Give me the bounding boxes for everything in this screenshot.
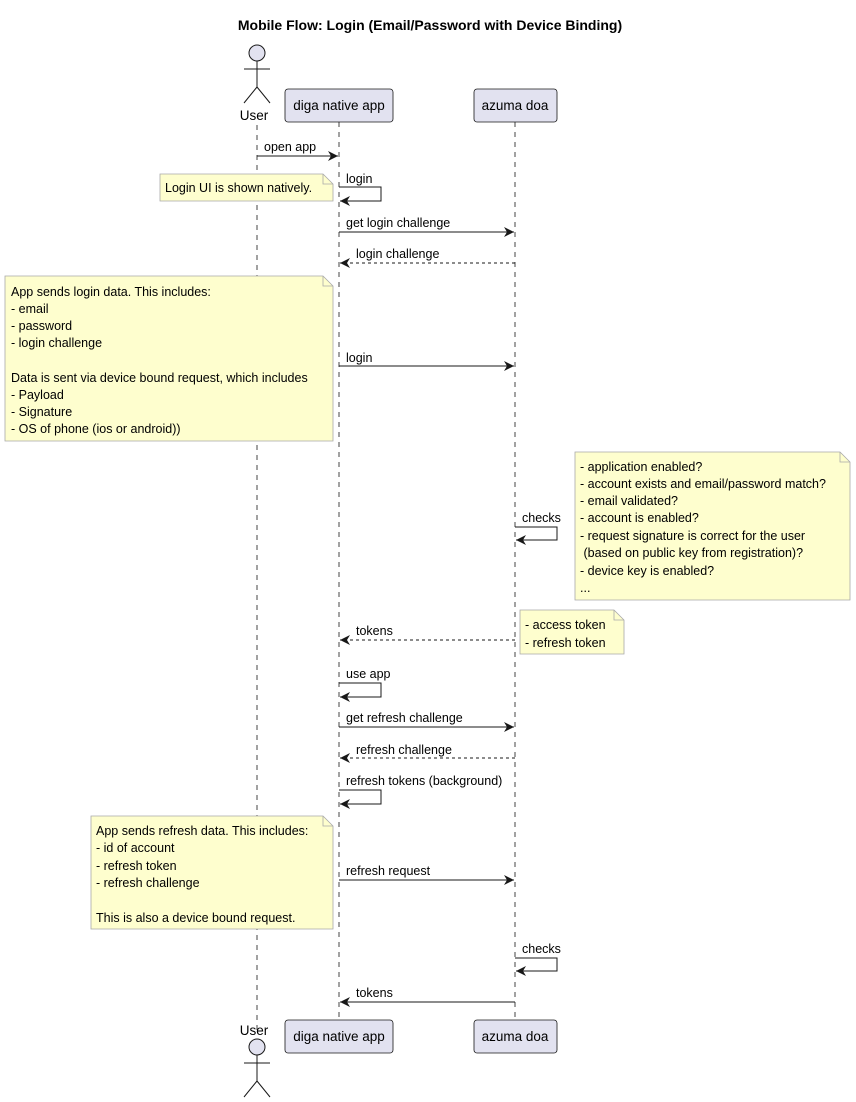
participant-label: diga native app [293, 1029, 385, 1044]
participant-app-bottom: diga native app [284, 1019, 394, 1054]
note-login-data: App sends login data. This includes: - e… [4, 275, 334, 442]
note-line: - account is enabled? [580, 511, 699, 525]
note-line: - password [11, 319, 72, 333]
message-use-app-self: use app [339, 667, 391, 702]
note-line: - login challenge [11, 336, 102, 350]
message-label: refresh request [346, 864, 431, 878]
message-get-login-challenge: get login challenge [339, 216, 514, 237]
note-line: App sends refresh data. This includes: [96, 824, 308, 838]
message-label: login challenge [356, 247, 439, 261]
diagram-title: Mobile Flow: Login (Email/Password with … [238, 17, 622, 33]
message-login-self: login [339, 172, 382, 206]
note-line: - email validated? [580, 494, 678, 508]
note-line: Login UI is shown natively. [165, 181, 312, 195]
note-line: - device key is enabled? [580, 564, 714, 578]
note-line: - account exists and email/password matc… [580, 477, 826, 491]
message-label: login [346, 351, 372, 365]
message-label: checks [522, 942, 561, 956]
message-checks-self-2: checks [515, 942, 561, 976]
note-line: - refresh challenge [96, 876, 200, 890]
note-line: Data is sent via device bound request, w… [11, 371, 308, 385]
note-tokens: - access token - refresh token [519, 609, 625, 655]
message-label: refresh challenge [356, 743, 452, 757]
participant-label: azuma doa [482, 1029, 549, 1044]
note-line: ... [580, 581, 590, 595]
participant-label: User [240, 108, 269, 123]
note-line: - application enabled? [580, 460, 702, 474]
message-tokens-solid: tokens [340, 986, 515, 1007]
message-label: login [346, 172, 372, 186]
note-line: - Payload [11, 388, 64, 402]
actor-icon [243, 1038, 271, 1098]
note-line: - id of account [96, 841, 175, 855]
message-refresh-tokens-self: refresh tokens (background) [339, 774, 502, 809]
message-login: login [339, 351, 514, 371]
message-label: open app [264, 140, 316, 154]
note-line: - OS of phone (ios or android)) [11, 422, 181, 436]
note-line: - access token [525, 618, 606, 632]
note-line: - email [11, 302, 49, 316]
actor-icon [243, 44, 271, 104]
message-refresh-request: refresh request [339, 864, 514, 885]
participant-doa-top: azuma doa [473, 88, 558, 123]
note-line: - request signature is correct for the u… [580, 529, 805, 543]
note-refresh-data: App sends refresh data. This includes: -… [90, 815, 334, 930]
message-refresh-challenge: refresh challenge [340, 743, 515, 763]
note-line: This is also a device bound request. [96, 911, 295, 925]
message-get-refresh-challenge: get refresh challenge [339, 711, 514, 732]
note-checks: - application enabled? - account exists … [574, 451, 851, 601]
message-label: tokens [356, 986, 393, 1000]
participant-doa-bottom: azuma doa [473, 1019, 558, 1054]
message-login-challenge: login challenge [340, 247, 515, 268]
message-open-app: open app [257, 140, 338, 161]
note-line: - refresh token [96, 859, 177, 873]
participant-app-top: diga native app [284, 88, 394, 123]
note-line: App sends login data. This includes: [11, 285, 211, 299]
message-label: checks [522, 511, 561, 525]
message-tokens-dashed: tokens [340, 624, 515, 645]
message-label: use app [346, 667, 391, 681]
message-checks-self: checks [515, 511, 561, 545]
message-label: get refresh challenge [346, 711, 463, 725]
user-actor-top: User [240, 44, 271, 123]
note-line: - Signature [11, 405, 72, 419]
note-line: (based on public key from registration)? [580, 546, 803, 560]
message-label: tokens [356, 624, 393, 638]
message-label: get login challenge [346, 216, 450, 230]
participant-label: diga native app [293, 98, 385, 113]
message-label: refresh tokens (background) [346, 774, 502, 788]
participant-label: azuma doa [482, 98, 549, 113]
participant-label: User [240, 1023, 269, 1038]
note-login-ui: Login UI is shown natively. [159, 173, 334, 202]
note-line: - refresh token [525, 636, 606, 650]
user-actor-bottom: User [240, 1023, 271, 1098]
